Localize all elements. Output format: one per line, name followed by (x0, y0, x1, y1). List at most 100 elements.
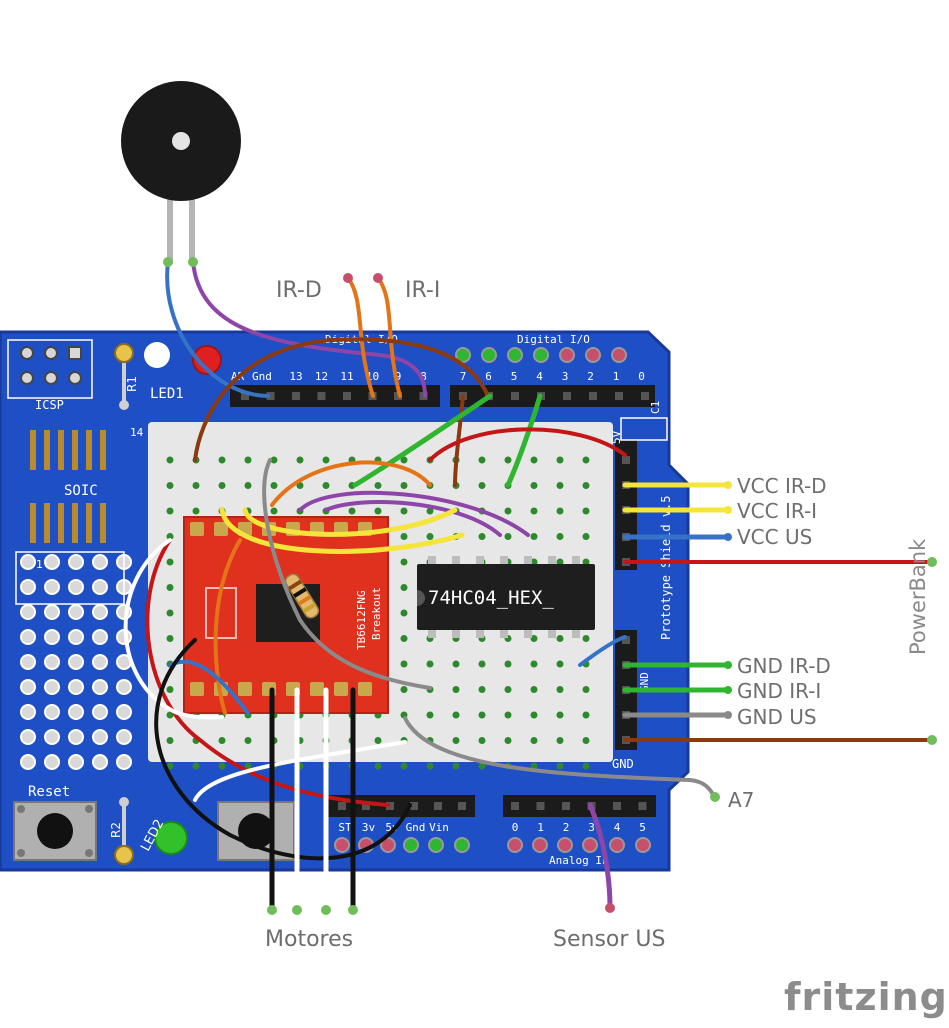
breadboard-hole (348, 507, 356, 515)
header-pin (317, 392, 326, 400)
wires (123, 197, 934, 913)
ir-d-label: IR-D (276, 278, 322, 303)
icsp-header (20, 346, 82, 385)
breadboard-hole (478, 660, 486, 668)
breadboard-hole (452, 660, 460, 668)
chip-leg (428, 630, 436, 638)
r1-label: R1 (125, 376, 139, 392)
breadboard-hole (556, 660, 564, 668)
sensor-us-label: Sensor US (553, 927, 666, 952)
breadboard-hole (166, 762, 174, 770)
proto-hole (44, 754, 60, 770)
pin-number-label: 4 (536, 370, 543, 383)
vcc-ir-d-label: VCC IR-D (737, 474, 827, 498)
powerbank-label: PowerBank (906, 538, 930, 655)
breadboard-hole (582, 533, 590, 540)
pin-number-label: 1 (613, 370, 620, 383)
breadboard-hole (452, 737, 460, 744)
driver-pad (358, 682, 372, 696)
gnd-rail-label: GND (612, 757, 634, 771)
breadboard-hole (582, 762, 590, 770)
breadboard-hole (244, 482, 252, 489)
a7-label: A7 (728, 788, 755, 812)
chip-leg (524, 556, 532, 564)
proto-hole (68, 579, 84, 595)
proto-hole (68, 629, 84, 645)
breadboard-hole (426, 660, 434, 668)
breadboard-hole (530, 762, 538, 770)
c1-label: C1 (649, 401, 662, 414)
breadboard-hole (400, 584, 408, 591)
power-header (325, 795, 475, 817)
chip-leg (452, 630, 460, 638)
breadboard-hole (374, 737, 382, 744)
breadboard-hole (478, 686, 486, 693)
breadboard-hole (530, 660, 538, 668)
pin-number-label: Gnd (406, 821, 426, 834)
vcc-us-label: VCC US (737, 525, 813, 549)
gnd-side-label: GND (638, 672, 651, 692)
proto-hole (116, 679, 132, 695)
proto-hole (44, 554, 60, 570)
driver-pad (190, 682, 204, 696)
pin-number-label: 3v (362, 821, 376, 834)
proto-hole (20, 579, 36, 595)
header-pin (434, 802, 442, 810)
gnd-ir-i-label: GND IR-I (737, 679, 822, 703)
breadboard-hole (166, 737, 174, 744)
breadboard-hole (374, 507, 382, 515)
wire-endpoints (163, 257, 937, 915)
chip-leg (476, 630, 484, 638)
proto-hole (44, 679, 60, 695)
ir-i-label: IR-I (405, 278, 441, 303)
driver-pad (238, 682, 252, 696)
proto-hole (92, 729, 108, 745)
pin-number-label: 5 (511, 370, 518, 383)
breadboard-hole (166, 507, 174, 515)
driver-pad (334, 682, 348, 696)
breadboard-hole (582, 558, 590, 566)
header-pin (292, 392, 300, 400)
breadboard-hole (400, 482, 408, 489)
proto-hole (68, 679, 84, 695)
chip-leg (572, 556, 580, 564)
rail-pin (622, 456, 630, 464)
analog-header (503, 795, 656, 817)
header-pin (536, 802, 545, 810)
breadboard-hole (166, 533, 174, 540)
proto-hole (92, 704, 108, 720)
breadboard-hole (478, 456, 486, 464)
reset-button (13, 801, 97, 861)
breadboard-hole (400, 456, 408, 464)
chip-leg (548, 630, 556, 638)
chip-leg (524, 630, 532, 638)
analog-in-label: Analog In (549, 854, 609, 867)
gnd-us-label: GND US (737, 705, 817, 729)
pin-number-label: Vin (429, 821, 449, 834)
proto-hole (92, 754, 108, 770)
bottom-pads (334, 837, 651, 853)
breadboard-hole (244, 456, 252, 464)
proto-hole (20, 554, 36, 570)
pin-number-label: 11 (340, 370, 353, 383)
pin-number-label: 9 (395, 370, 402, 383)
proto-hole (68, 554, 84, 570)
breadboard-hole (452, 686, 460, 693)
breadboard-hole (270, 456, 278, 464)
led2 (154, 821, 188, 855)
breadboard-hole (556, 635, 564, 642)
proto-hole (20, 604, 36, 620)
breadboard-hole (556, 686, 564, 693)
pin-number-label: ST (338, 821, 352, 834)
breadboard-hole (478, 533, 486, 540)
pin-number-label: 2 (563, 821, 570, 834)
breadboard-hole (478, 482, 486, 489)
proto-hole (92, 679, 108, 695)
breadboard-hole (322, 456, 330, 464)
breadboard-hole (556, 482, 564, 489)
chip-leg (500, 556, 508, 564)
proto-hole (116, 704, 132, 720)
header-pin (589, 392, 597, 400)
